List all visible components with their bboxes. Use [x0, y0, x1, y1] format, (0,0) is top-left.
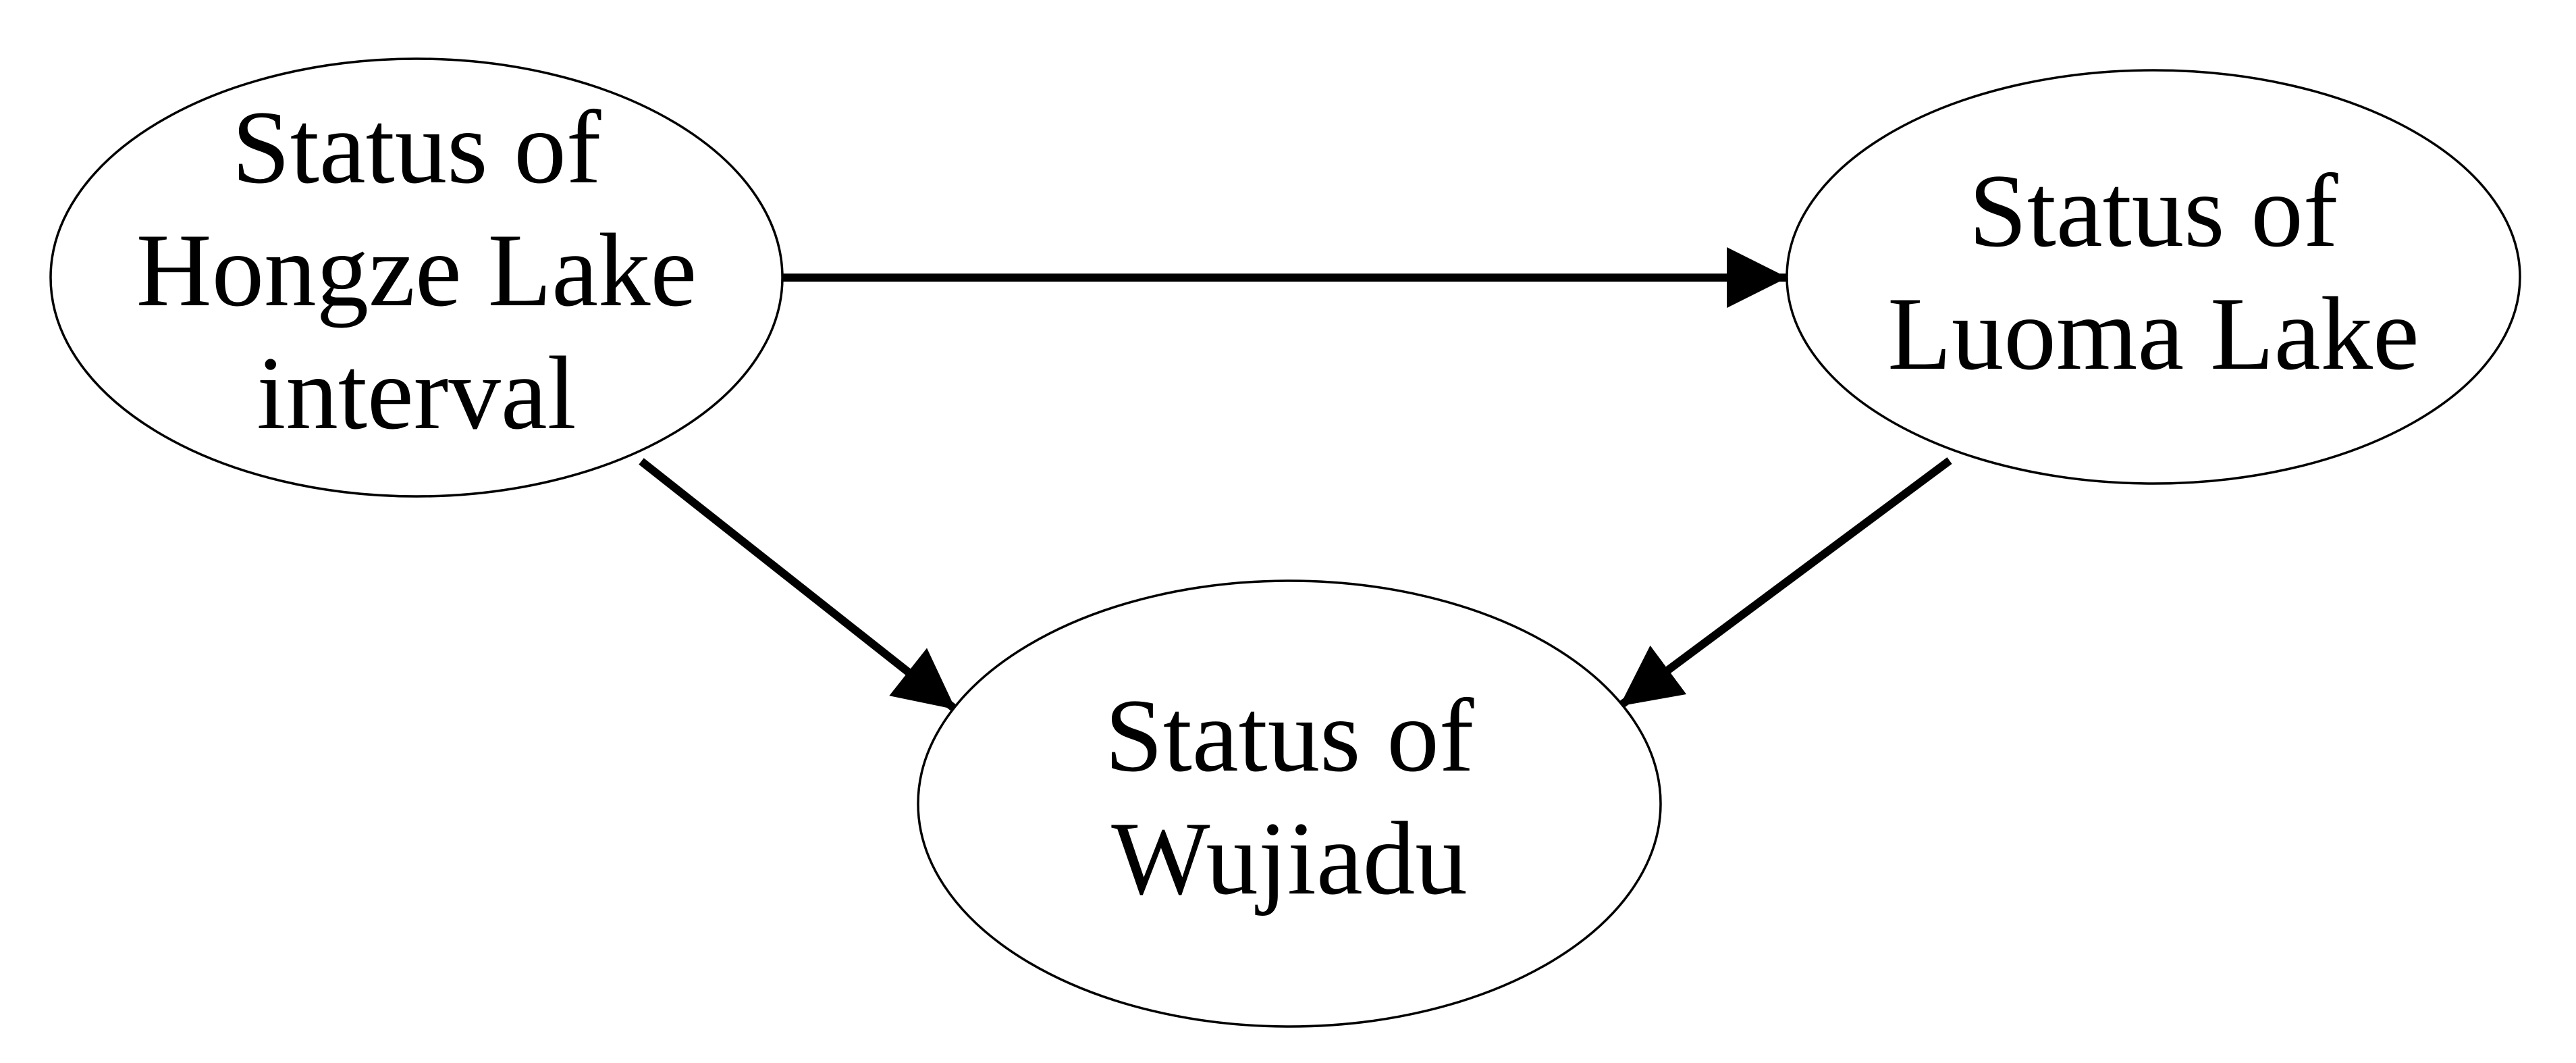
edge-hongze-to-wujiadu [639, 458, 958, 712]
node-label-line: Status of [1104, 677, 1474, 794]
node-label-line: interval [257, 335, 576, 451]
node-label-line: Luoma Lake [1887, 276, 2419, 392]
node-label-line: Hongze Lake [136, 212, 697, 328]
node-label-line: Status of [1968, 153, 2338, 269]
node-label-wujiadu: Status of Wujiadu [1105, 674, 1474, 920]
node-ellipse-luoma-lake [1786, 69, 2521, 485]
node-label-line: Status of [232, 89, 601, 205]
node-ellipse-wujiadu [917, 579, 1662, 1028]
node-label-hongze-lake-interval: Status of Hongze Lake interval [136, 86, 697, 455]
node-label-line: Wujiadu [1111, 800, 1468, 916]
edge-luoma-to-wujiadu [1617, 457, 1952, 709]
node-label-luoma-lake: Status of Luoma Lake [1887, 149, 2419, 395]
node-ellipse-hongze-lake-interval [49, 57, 784, 498]
